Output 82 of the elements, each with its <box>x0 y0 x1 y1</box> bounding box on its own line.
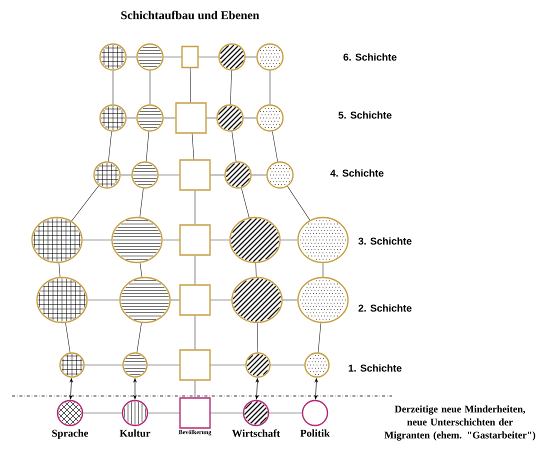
connector-line <box>272 131 278 162</box>
connector-line <box>232 131 236 162</box>
layer-circle <box>218 43 246 71</box>
node-label: Sprache <box>52 429 88 439</box>
connector-line <box>241 188 250 218</box>
connector-line <box>71 186 99 222</box>
connector-line <box>120 174 132 176</box>
connector-line <box>194 255 196 285</box>
layer-circle <box>36 276 88 324</box>
title: Schichtaufbau und Ebenen <box>121 10 260 20</box>
note-text: Derzeitige neue Minderheiten, neue Unterschichten der Migranten (ehem. "Gastarbeiter") <box>384 405 536 441</box>
connector-line <box>65 322 70 353</box>
connector-line <box>192 133 194 160</box>
layer-label: 1. Schichte <box>348 364 402 372</box>
layer-circle <box>111 216 163 264</box>
layer-circle <box>99 43 127 71</box>
connector-line <box>210 174 225 176</box>
layer-circle <box>304 352 330 378</box>
layer-circle <box>297 276 349 324</box>
connector-line <box>146 131 150 162</box>
layer-circle <box>216 104 244 132</box>
connector-line <box>140 262 142 278</box>
layer-circle <box>136 43 164 71</box>
layer-circle <box>231 276 283 324</box>
connector-line <box>287 186 310 220</box>
connector-line <box>112 70 114 105</box>
connector-line <box>194 190 196 225</box>
connector-line <box>82 412 122 414</box>
layer-circle <box>131 161 159 189</box>
layer-circle <box>256 104 284 132</box>
layer-circle <box>266 161 294 189</box>
layer-circle <box>99 104 127 132</box>
connector-line <box>84 364 123 366</box>
layer-square <box>181 46 199 68</box>
connector-line <box>163 56 182 58</box>
connector-line <box>140 188 144 218</box>
layer-label: 5. Schichte <box>338 111 392 119</box>
layer-circle <box>297 216 349 264</box>
connector-line <box>318 322 322 353</box>
connector-line <box>108 131 112 162</box>
layer-circle <box>59 352 85 378</box>
connector-line <box>147 364 180 366</box>
connector-line <box>126 56 137 58</box>
layer-square <box>179 224 211 256</box>
connector-line <box>148 412 180 414</box>
connector-line <box>251 174 267 176</box>
node-label: Kultur <box>120 429 150 437</box>
layer-circle <box>31 216 83 264</box>
connector-line <box>136 322 142 353</box>
layer-square <box>175 102 207 134</box>
layer-label: 6. Schichte <box>344 53 397 61</box>
node-label: Wirtschaft <box>232 429 280 437</box>
layer-circle <box>245 352 271 378</box>
layer-label: 4. Schichte <box>330 169 384 177</box>
layer-square <box>179 284 211 316</box>
connector-line <box>58 262 60 278</box>
layer-label: 2. Schichte <box>358 304 412 312</box>
layer-square <box>179 349 211 381</box>
layer-circle <box>93 161 121 189</box>
layer-circle <box>256 43 284 71</box>
connector-line <box>230 70 232 105</box>
layer-circle <box>122 352 148 378</box>
node-label: Politik <box>300 429 330 437</box>
layer-square <box>179 159 211 191</box>
connector-line <box>210 364 246 366</box>
connector-line <box>245 56 257 58</box>
connector-line <box>322 262 324 278</box>
connector-line <box>198 56 219 58</box>
connector-line <box>194 315 196 350</box>
connector-line <box>270 364 305 366</box>
layer-circle <box>119 276 171 324</box>
connector-line <box>255 262 257 278</box>
layer-label: 3. Schichte <box>358 237 412 245</box>
connector-line <box>268 412 302 414</box>
connector-line <box>194 380 196 398</box>
layer-circle <box>136 104 164 132</box>
layer-circle <box>224 161 252 189</box>
connector-line <box>257 322 258 353</box>
connector-line <box>190 68 192 103</box>
connector-line <box>210 412 244 414</box>
connector-line <box>158 174 180 176</box>
layer-circle <box>229 216 281 264</box>
